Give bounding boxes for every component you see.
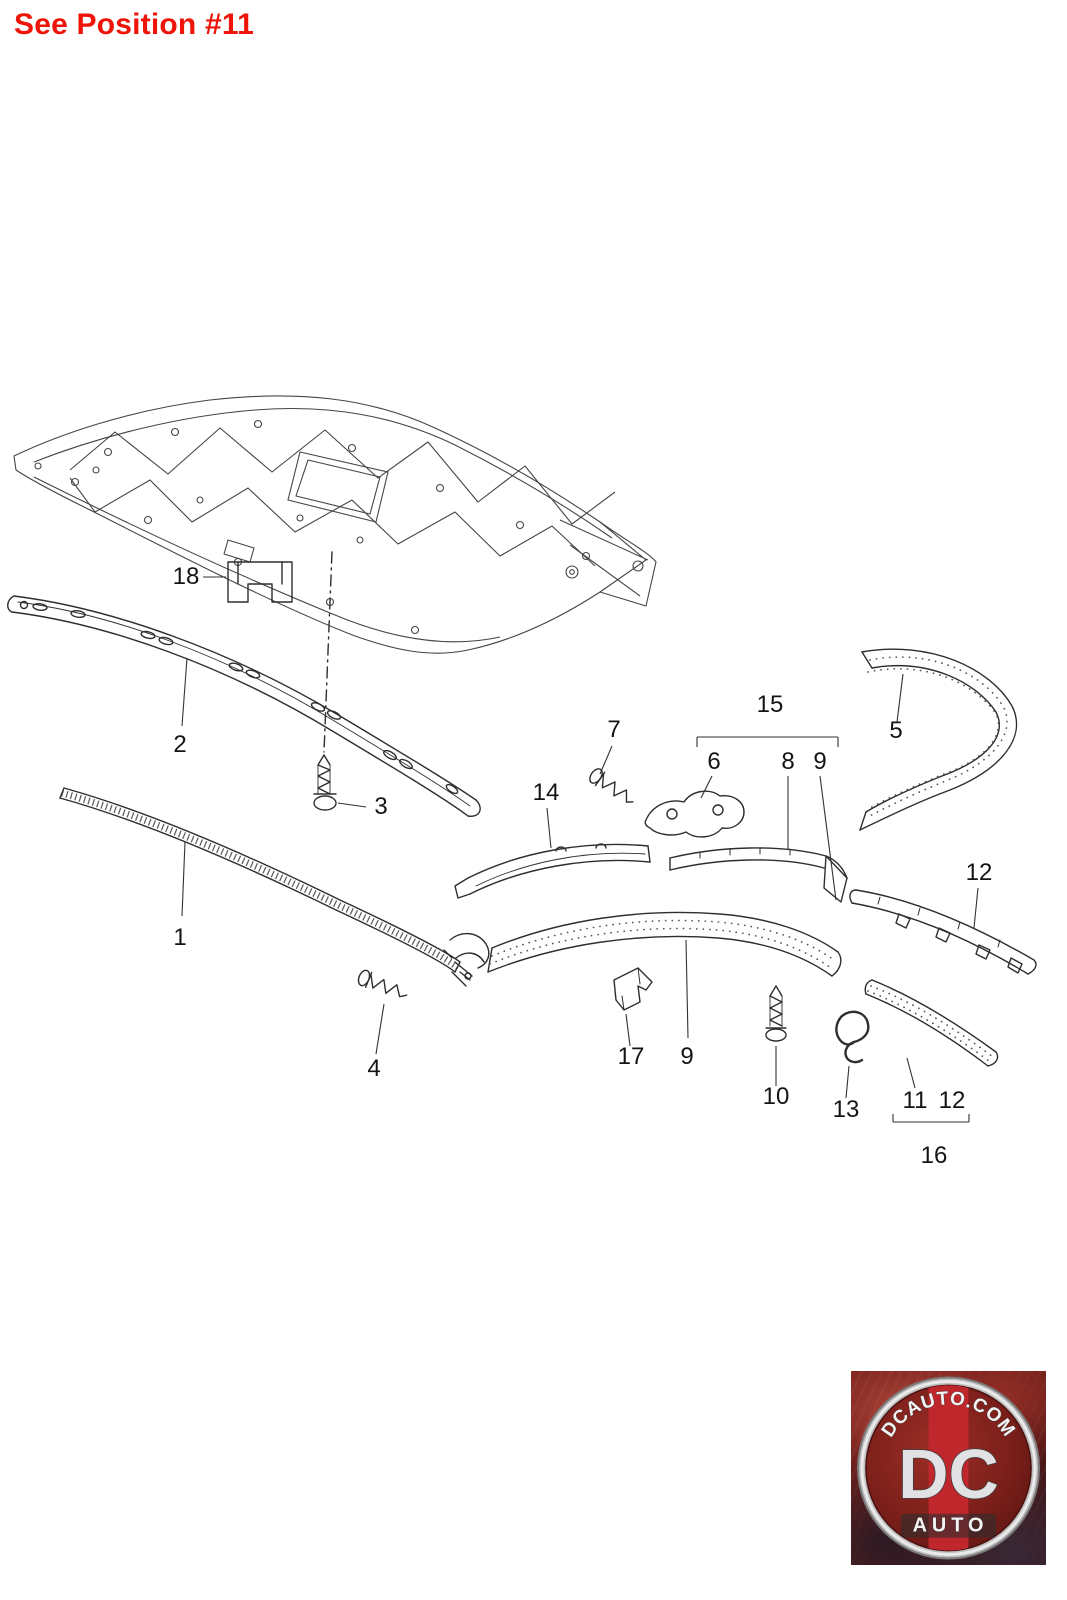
part-13-clip — [835, 1010, 870, 1064]
part-10-screw — [765, 985, 787, 1042]
part-14-bow-bracket — [454, 843, 651, 899]
callout-1-label: 1 — [173, 924, 186, 951]
dcauto-badge: DCAUTO.COM DC AUTO — [856, 1376, 1041, 1560]
callout-8-label: 8 — [781, 748, 794, 775]
part-6-bracket — [644, 790, 745, 838]
part-1-seal-strip — [59, 787, 461, 973]
part-12-rail-upper — [849, 889, 1037, 975]
callout-4-label: 4 — [367, 1055, 380, 1082]
logo-word: AUTO — [913, 1515, 989, 1537]
callout-6-label: 6 — [707, 748, 720, 775]
part-3-screw — [313, 754, 337, 811]
callout-13-label: 13 — [833, 1096, 860, 1123]
callout-15-label: 15 — [757, 691, 784, 718]
callout-2-label: 2 — [173, 731, 186, 758]
alignment-dash-line — [323, 551, 333, 753]
logo-monogram: DC — [898, 1435, 999, 1513]
roof-frame-part — [13, 395, 657, 654]
leader-lines — [181, 576, 979, 1123]
see-position-note: See Position #11 — [14, 8, 254, 41]
callout-9-group-label: 9 — [813, 748, 826, 775]
callout-3-label: 3 — [374, 793, 387, 820]
part-9-seal-strip — [487, 911, 842, 977]
part-5-corner-seal — [859, 648, 1018, 831]
callout-12-label: 12 — [966, 859, 993, 886]
callout-16-label: 16 — [921, 1142, 948, 1169]
part-7-screw — [589, 768, 634, 803]
end-fittings-cluster — [443, 933, 490, 987]
callout-5-label: 5 — [889, 717, 902, 744]
callout-17-label: 17 — [618, 1043, 645, 1070]
callout-10-label: 10 — [763, 1083, 790, 1110]
part-11-12-rail-lower — [864, 979, 999, 1067]
callout-18-label: 18 — [173, 563, 200, 590]
part-17-clamp — [613, 967, 653, 1011]
callout-12b-label: 12 — [939, 1087, 966, 1114]
callout-14-label: 14 — [533, 779, 560, 806]
callout-11-label: 11 — [903, 1087, 928, 1114]
callout-9-label: 9 — [680, 1043, 693, 1070]
part-4-screw — [357, 969, 408, 998]
part-8-rail — [669, 847, 848, 903]
callout-7-label: 7 — [607, 716, 620, 743]
part-2-front-rail — [7, 595, 481, 817]
part-18-bracket — [227, 561, 293, 603]
dcauto-logo: DCAUTO.COM DC AUTO — [851, 1371, 1046, 1565]
